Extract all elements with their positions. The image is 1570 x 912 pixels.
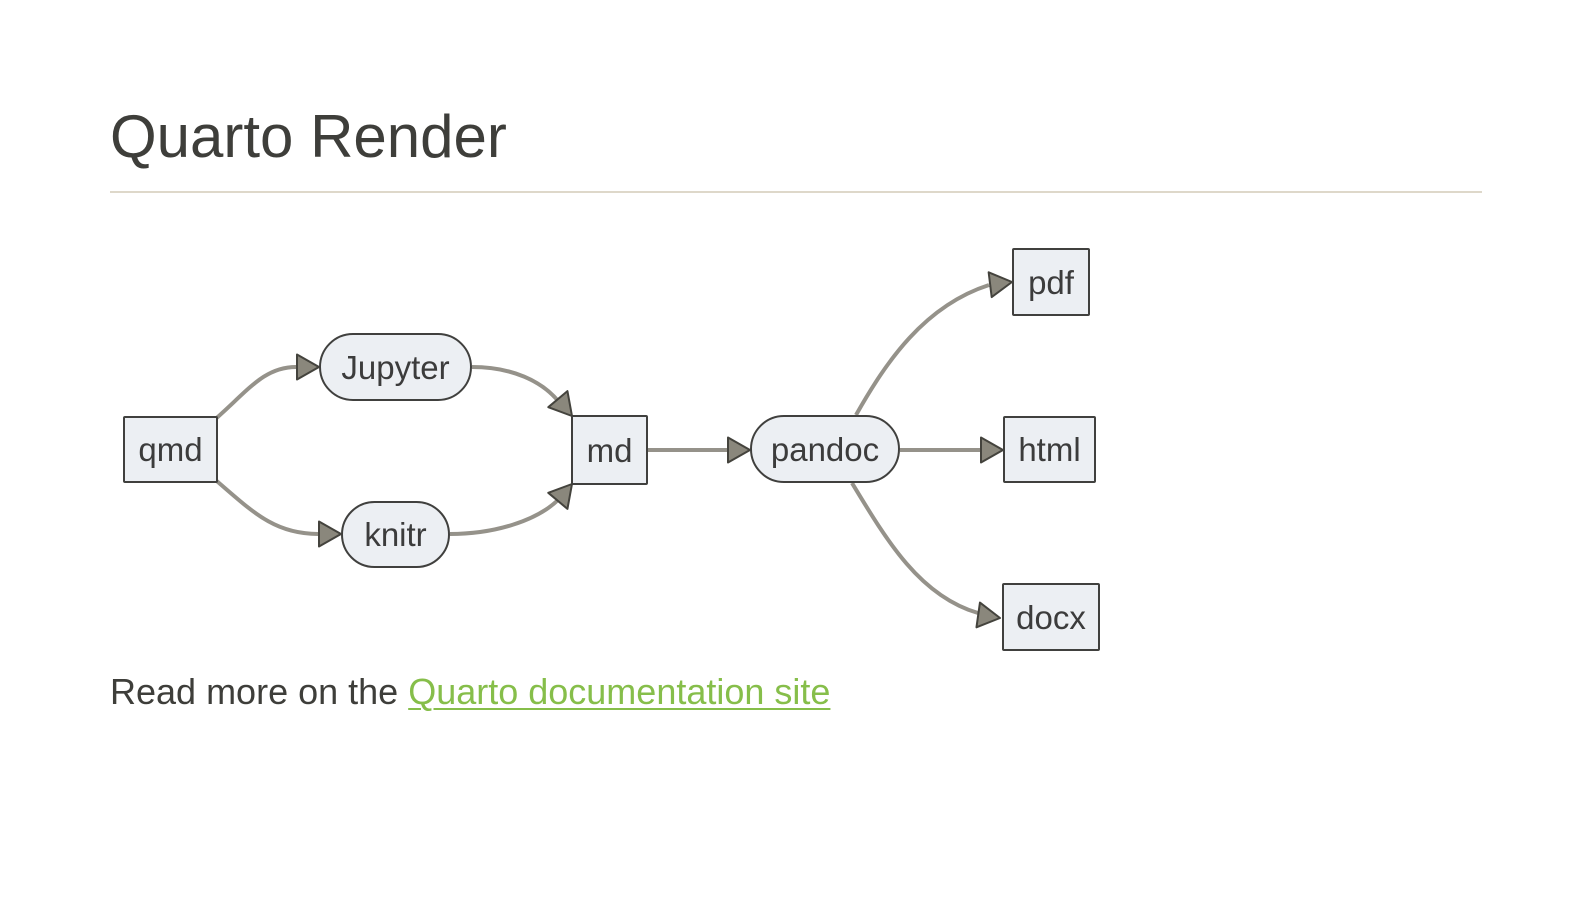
node-pdf-label: pdf	[1028, 263, 1074, 301]
node-md: md	[571, 415, 648, 485]
node-knitr: knitr	[341, 501, 450, 568]
edge-pandoc-pdf	[854, 283, 990, 416]
title-rule-divider	[110, 191, 1482, 193]
read-more-text: Read more on the	[110, 671, 409, 712]
arrowhead-icon	[980, 436, 1004, 464]
node-pandoc-label: pandoc	[770, 430, 880, 468]
node-pdf: pdf	[1012, 248, 1090, 316]
node-jupyter-label: Jupyter	[341, 348, 450, 386]
node-qmd: qmd	[123, 416, 218, 483]
node-qmd-label: qmd	[138, 431, 203, 468]
node-knitr-label: knitr	[364, 516, 427, 553]
node-docx: docx	[1002, 583, 1100, 651]
edge-knitr-md	[449, 497, 561, 536]
arrowhead-icon	[727, 436, 751, 464]
arrowhead-icon	[296, 353, 320, 381]
node-pandoc: pandoc	[750, 415, 900, 483]
edge-qmd-jupyter	[210, 365, 297, 424]
node-docx-label: docx	[1016, 598, 1086, 636]
node-jupyter: Jupyter	[319, 333, 472, 401]
node-md-label: md	[586, 431, 633, 469]
node-html-label: html	[1018, 431, 1081, 468]
arrowhead-icon	[987, 271, 1013, 299]
edge-jupyter-md	[471, 365, 561, 404]
quarto-documentation-link[interactable]: Quarto documentation site	[408, 671, 831, 712]
edge-pandoc-docx	[850, 481, 979, 615]
read-more-paragraph: Read more on the Quarto documentation si…	[110, 671, 830, 713]
node-html: html	[1003, 416, 1096, 483]
arrowhead-icon	[975, 601, 1001, 629]
arrowhead-icon	[318, 520, 342, 548]
page-title: Quarto Render	[110, 103, 507, 170]
edge-qmd-knitr	[210, 475, 319, 536]
